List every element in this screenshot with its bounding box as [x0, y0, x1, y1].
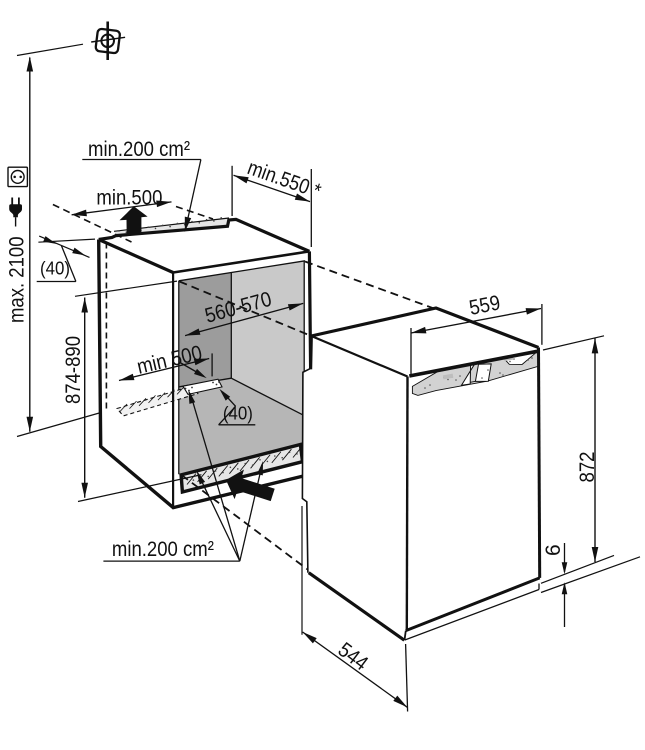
svg-text:(40): (40) [40, 259, 70, 279]
svg-text:6: 6 [542, 544, 565, 556]
svg-text:min.200 cm²: min.200 cm² [112, 538, 214, 561]
svg-text:min.200 cm²: min.200 cm² [88, 138, 190, 161]
svg-text:872: 872 [576, 452, 599, 483]
svg-text:874-890: 874-890 [62, 336, 85, 404]
svg-text:(40): (40) [223, 404, 253, 424]
svg-text:min.500: min.500 [96, 187, 162, 210]
svg-text:max. 2100: max. 2100 [6, 237, 29, 324]
